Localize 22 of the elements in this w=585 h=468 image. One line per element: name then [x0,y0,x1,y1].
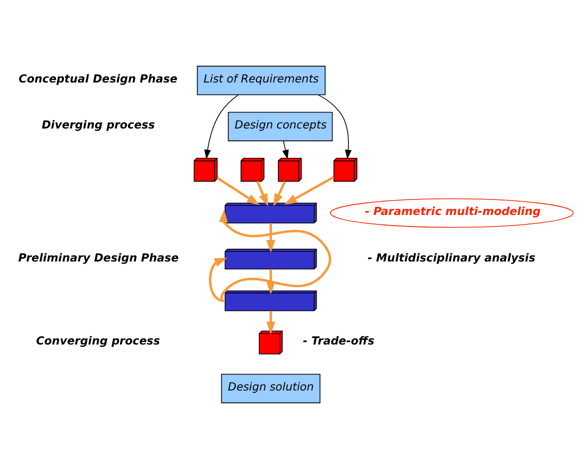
label: - Multidisciplinary analysis [368,250,536,264]
node-ellipse: - Parametric multi-modeling [330,198,574,228]
node-box: List of Requirements [196,65,326,95]
arrow [266,268,276,294]
arrow [216,176,260,205]
arrow [256,180,268,206]
arrow [204,94,239,159]
label: Conceptual Design Phase [18,72,178,86]
label: Diverging process [42,118,155,132]
arrow [273,180,286,206]
arrow [208,257,228,302]
label: Converging process [36,334,160,348]
arrow [218,208,332,302]
arrow [318,94,352,159]
node-box: Design solution [221,373,320,403]
arrow [282,140,289,159]
label: Preliminary Design Phase [18,250,179,264]
node-box: Design concepts [228,111,333,141]
arrow [284,176,334,204]
label: - Trade-offs [302,334,374,348]
arrow [266,222,276,252]
arrow [266,310,276,334]
